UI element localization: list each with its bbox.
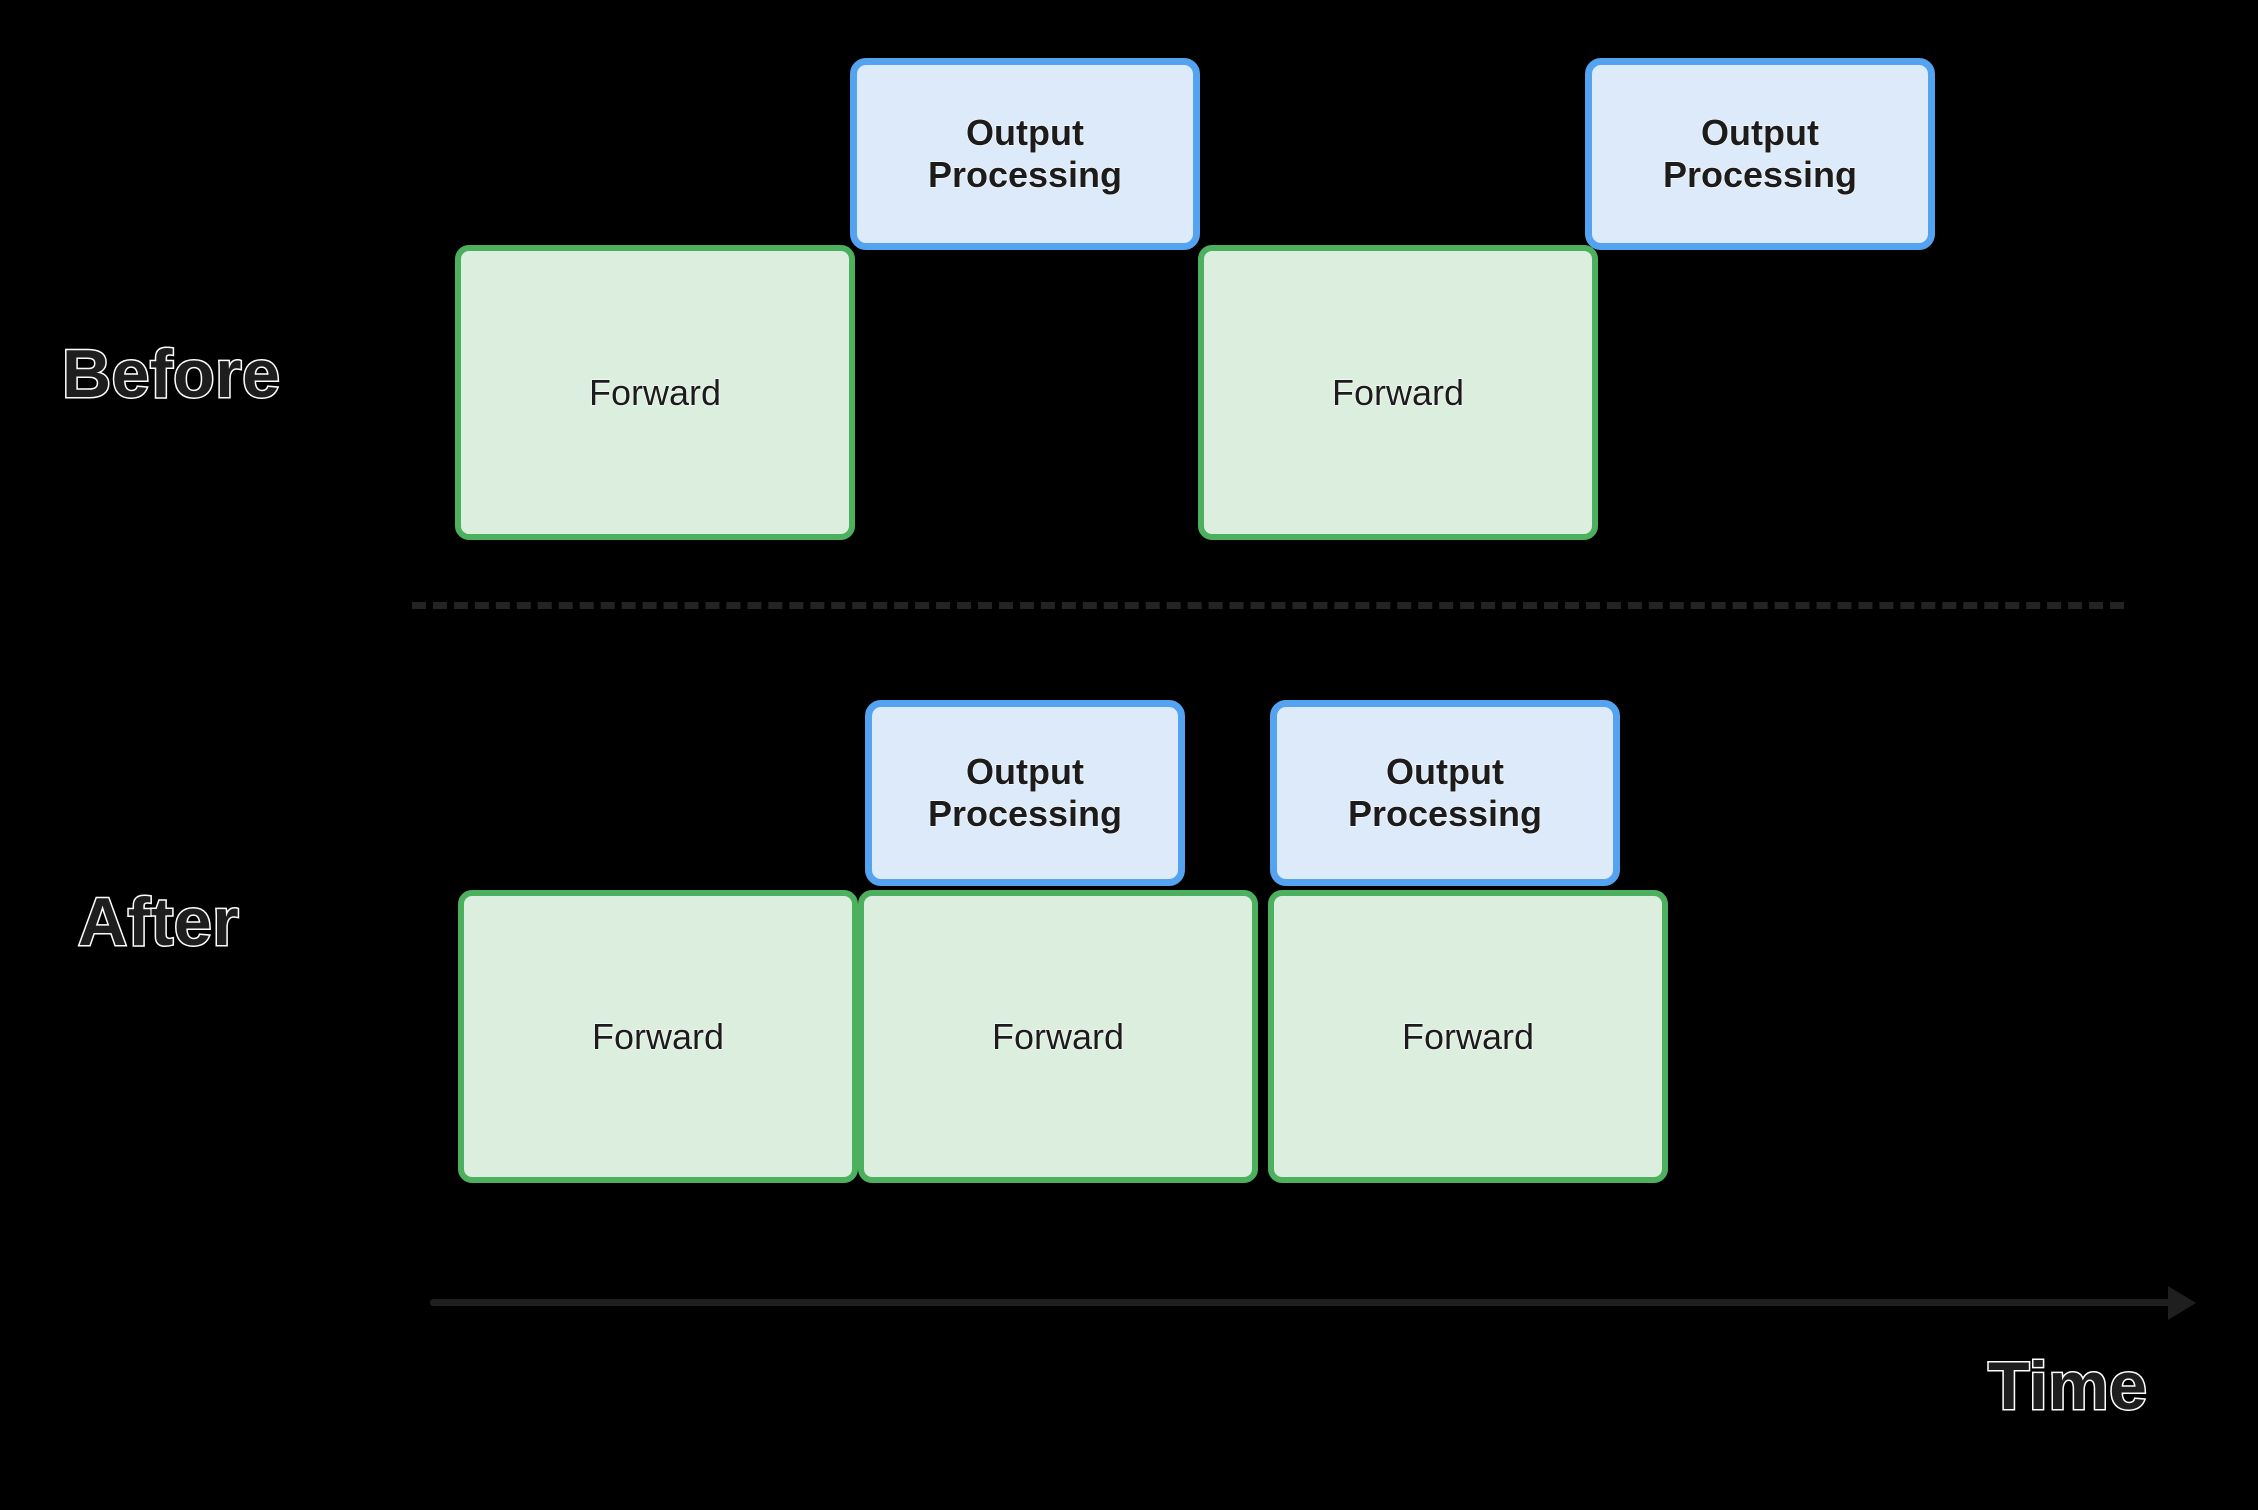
before-output-processing-2-text: Output Processing	[1662, 112, 1858, 196]
after-output-processing-1: Output Processing	[865, 700, 1185, 886]
before-output-processing-1-text: Output Processing	[927, 112, 1123, 196]
after-forward-3: Forward	[1268, 890, 1668, 1183]
section-divider	[412, 602, 2124, 609]
before-forward-2: Forward	[1198, 245, 1598, 540]
before-forward-1-label: Forward	[588, 371, 722, 413]
after-output-processing-2-text: Output Processing	[1347, 751, 1543, 835]
time-axis-arrowhead	[2168, 1286, 2196, 1320]
after-output-processing-2: Output Processing	[1270, 700, 1620, 886]
time-axis-label: Time	[1986, 1348, 2148, 1424]
before-output-processing-1: Output Processing	[850, 58, 1200, 250]
before-forward-1: Forward	[455, 245, 855, 540]
before-output-processing-2: Output Processing	[1585, 58, 1935, 250]
row-label-before: Before	[60, 336, 281, 412]
after-forward-3-label: Forward	[1401, 1015, 1535, 1057]
row-label-after: After	[76, 884, 240, 960]
after-forward-2-label: Forward	[991, 1015, 1125, 1057]
after-forward-1: Forward	[458, 890, 858, 1183]
before-forward-2-label: Forward	[1331, 371, 1465, 413]
time-axis-line	[430, 1299, 2175, 1306]
after-forward-1-label: Forward	[591, 1015, 725, 1057]
after-forward-2: Forward	[858, 890, 1258, 1183]
after-output-processing-1-text: Output Processing	[927, 751, 1123, 835]
